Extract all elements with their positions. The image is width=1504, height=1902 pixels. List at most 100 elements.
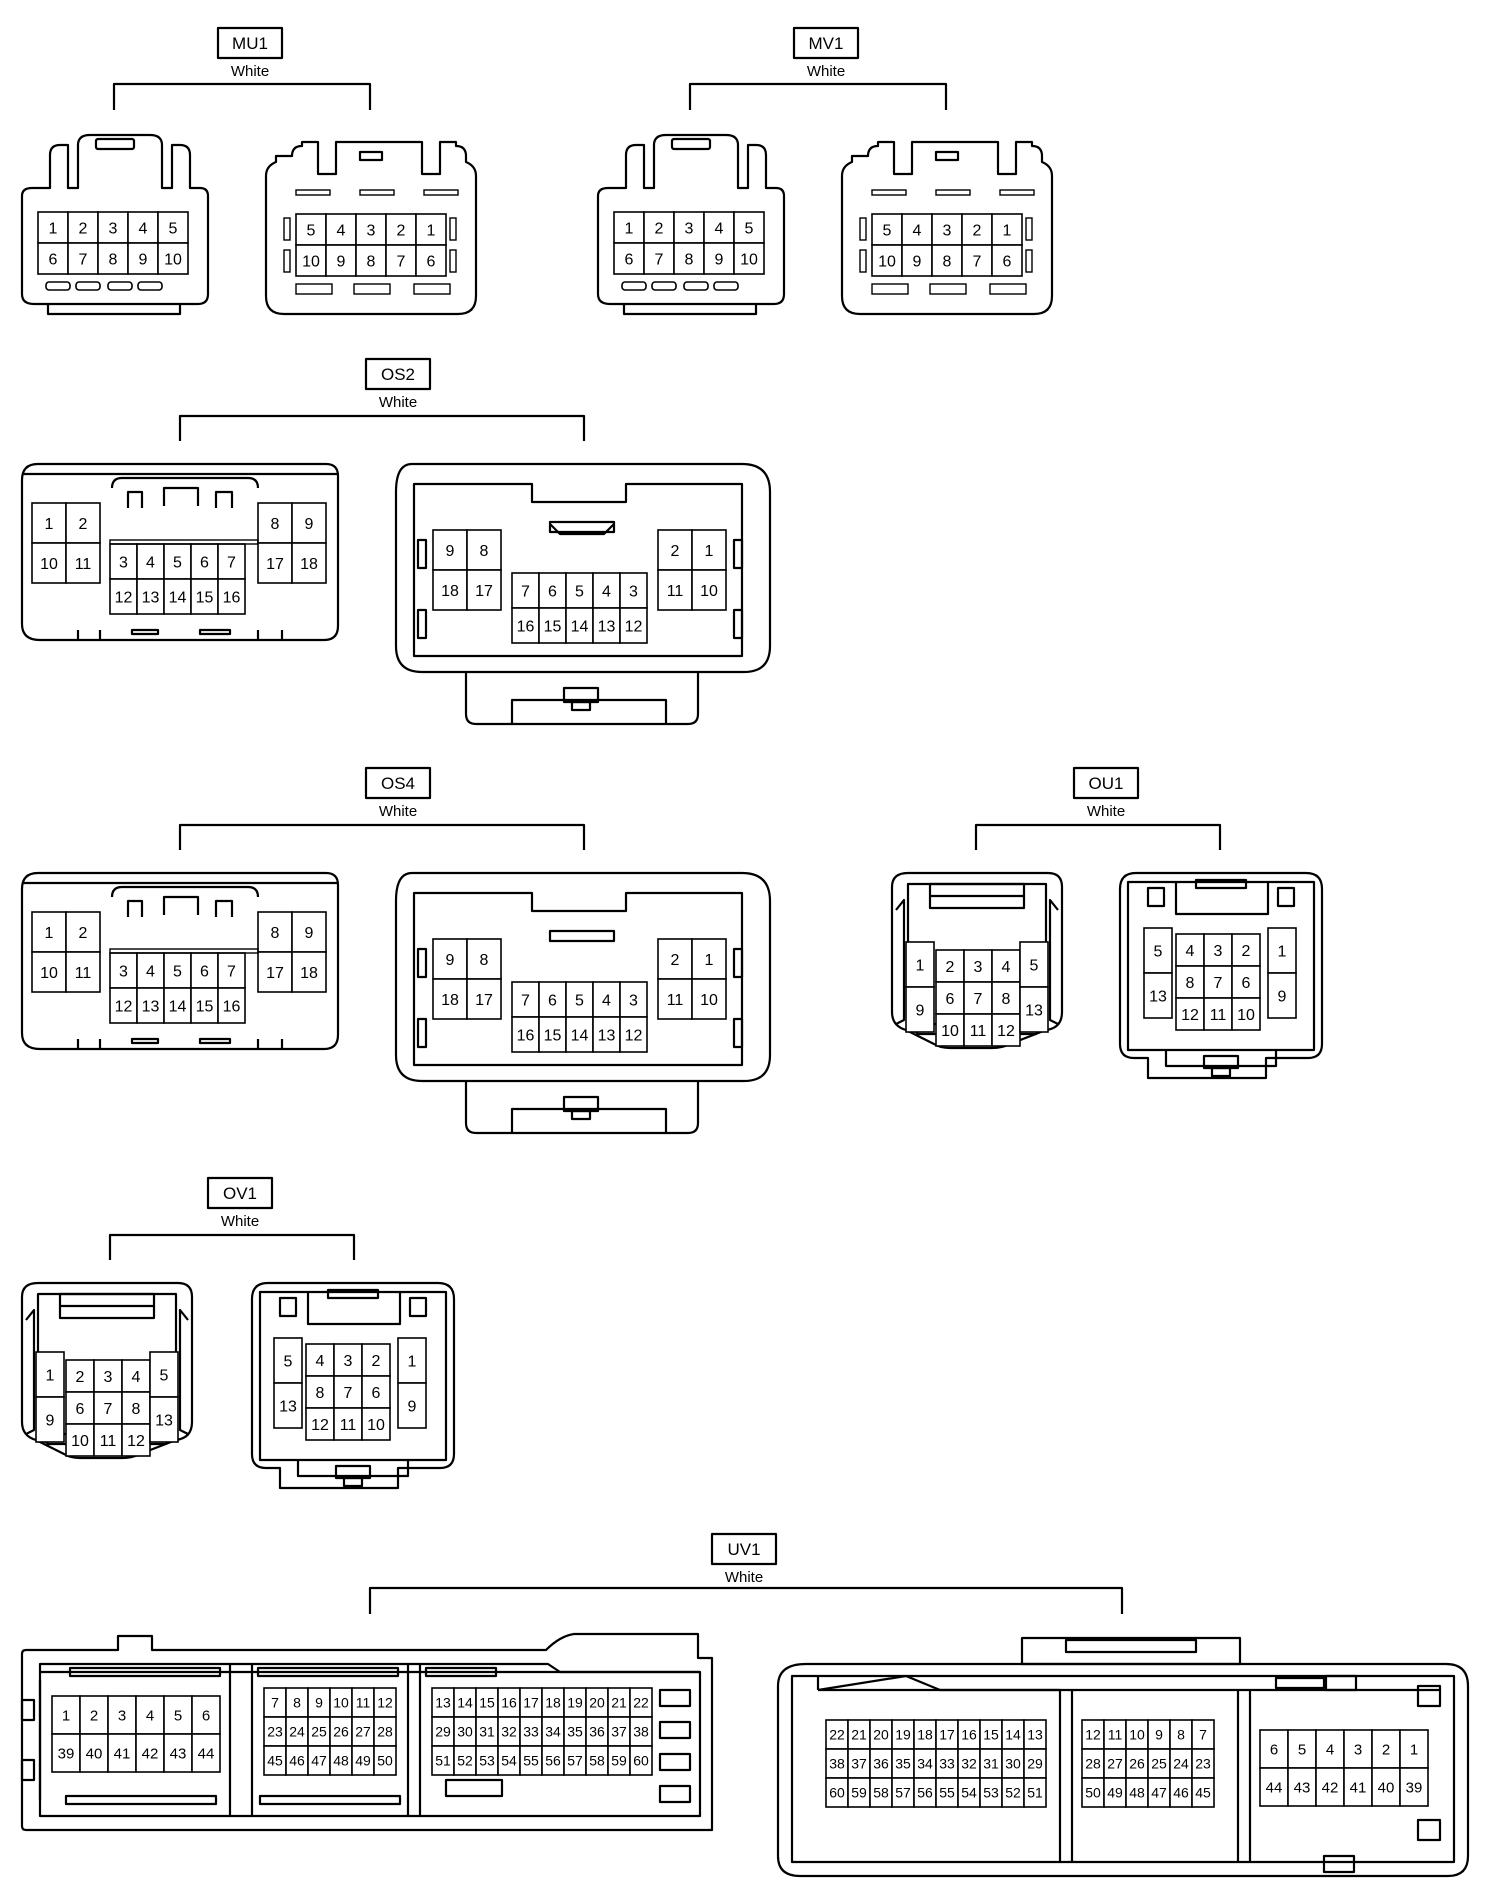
pin-cell bbox=[703, 242, 735, 275]
pin-number: 7 bbox=[974, 991, 983, 1008]
pin-cell bbox=[257, 951, 293, 993]
housing-outline bbox=[596, 133, 786, 306]
pin-cell bbox=[97, 211, 129, 244]
pin-number: 55 bbox=[523, 1753, 539, 1769]
pin-cell bbox=[613, 242, 645, 275]
pin-number: 30 bbox=[457, 1724, 473, 1740]
pin-cell bbox=[466, 938, 502, 980]
connector-code-box bbox=[206, 1176, 274, 1210]
pin-cell bbox=[432, 978, 468, 1020]
pin-cell bbox=[397, 1382, 427, 1429]
pin-cell bbox=[466, 569, 502, 611]
pin-number: 17 bbox=[523, 1695, 539, 1711]
pin-number: 3 bbox=[1354, 1741, 1362, 1758]
pin-cell bbox=[93, 1359, 123, 1393]
housing-outline bbox=[890, 871, 1064, 1050]
pin-number: 2 bbox=[79, 516, 88, 533]
pin-cell bbox=[871, 244, 903, 277]
pin-number: 1 bbox=[916, 957, 925, 974]
pair-bracket bbox=[688, 82, 948, 110]
pin-cell bbox=[65, 542, 101, 584]
pin-number: 25 bbox=[1151, 1756, 1167, 1772]
pin-cell bbox=[355, 244, 387, 277]
pin-cell bbox=[65, 1423, 95, 1457]
pin-number: 7 bbox=[271, 1695, 279, 1711]
pin-number: 3 bbox=[367, 222, 376, 239]
pin-number: 6 bbox=[372, 1385, 381, 1402]
pin-number: 3 bbox=[118, 1707, 126, 1724]
pin-number: 3 bbox=[104, 1369, 113, 1386]
pin-cell bbox=[691, 569, 727, 611]
pin-number: 40 bbox=[1378, 1779, 1395, 1796]
pin-number: 12 bbox=[997, 1023, 1015, 1040]
pin-cell bbox=[291, 542, 327, 584]
mu1-color-label: White bbox=[231, 63, 269, 80]
pin-number: 7 bbox=[1214, 975, 1223, 992]
pin-number: 18 bbox=[441, 583, 459, 600]
housing-outline bbox=[1118, 871, 1324, 1080]
pin-number: 33 bbox=[523, 1724, 539, 1740]
pin-number: 6 bbox=[1270, 1741, 1278, 1758]
pin-number: 56 bbox=[917, 1785, 933, 1801]
pin-number: 60 bbox=[829, 1785, 845, 1801]
pin-cell bbox=[136, 952, 165, 989]
pin-cell bbox=[217, 578, 246, 615]
pin-number: 13 bbox=[155, 1412, 173, 1429]
pin-number: 31 bbox=[479, 1724, 495, 1740]
pin-cell bbox=[629, 1745, 653, 1776]
pin-number: 1 bbox=[45, 925, 54, 942]
pin-cell bbox=[1315, 1767, 1345, 1807]
pin-number: 1 bbox=[45, 516, 54, 533]
pin-number: 8 bbox=[293, 1695, 301, 1711]
pin-number: 28 bbox=[1085, 1756, 1101, 1772]
pin-number: 56 bbox=[545, 1753, 561, 1769]
pin-number: 11 bbox=[667, 583, 684, 600]
os2-color-label: White bbox=[379, 394, 417, 411]
pin-number: 9 bbox=[408, 1398, 417, 1415]
pin-cell bbox=[157, 211, 189, 244]
pin-cell bbox=[592, 607, 621, 644]
pin-number: 9 bbox=[913, 253, 922, 270]
pin-cell bbox=[191, 1733, 221, 1773]
pin-number: 8 bbox=[271, 516, 280, 533]
pin-cell bbox=[691, 938, 727, 980]
pin-cell bbox=[65, 1359, 95, 1393]
pin-cell bbox=[65, 1391, 95, 1425]
pin-number: 2 bbox=[372, 1353, 381, 1370]
pin-cell bbox=[361, 1343, 391, 1377]
pin-cell bbox=[963, 1013, 993, 1047]
pin-number: 1 bbox=[1278, 943, 1287, 960]
pin-number: 23 bbox=[1195, 1756, 1211, 1772]
pin-number: 47 bbox=[1151, 1785, 1167, 1801]
pin-cell bbox=[305, 1375, 335, 1409]
pin-number: 41 bbox=[1350, 1779, 1367, 1796]
pin-number: 15 bbox=[983, 1727, 999, 1743]
pin-cell bbox=[963, 949, 993, 983]
pin-number: 9 bbox=[1155, 1727, 1163, 1743]
pin-number: 13 bbox=[1025, 1002, 1043, 1019]
pin-number: 37 bbox=[851, 1756, 867, 1772]
pin-number: 13 bbox=[598, 618, 616, 635]
connector-mv1 bbox=[596, 26, 1054, 316]
pin-number: 4 bbox=[1326, 1741, 1334, 1758]
pin-cell bbox=[935, 1013, 965, 1047]
pin-number: 44 bbox=[198, 1745, 215, 1762]
pin-number: 8 bbox=[480, 952, 489, 969]
pin-number: 8 bbox=[480, 543, 489, 560]
pin-number: 3 bbox=[1214, 943, 1223, 960]
pin-number: 17 bbox=[266, 965, 284, 982]
pin-number: 30 bbox=[1005, 1756, 1021, 1772]
pin-number: 42 bbox=[142, 1745, 159, 1762]
pin-number: 8 bbox=[367, 253, 376, 270]
pin-number: 4 bbox=[146, 554, 155, 571]
uv1-color-label: White bbox=[725, 1569, 763, 1586]
pin-number: 12 bbox=[377, 1695, 393, 1711]
pin-cell bbox=[991, 244, 1023, 277]
pin-number: 40 bbox=[86, 1745, 103, 1762]
pin-number: 4 bbox=[1002, 959, 1011, 976]
pin-number: 48 bbox=[1129, 1785, 1145, 1801]
connector-uv1 bbox=[20, 1532, 1470, 1878]
pin-cell bbox=[619, 981, 648, 1018]
pin-number: 1 bbox=[625, 220, 634, 237]
ou1-color-label: White bbox=[1087, 803, 1125, 820]
